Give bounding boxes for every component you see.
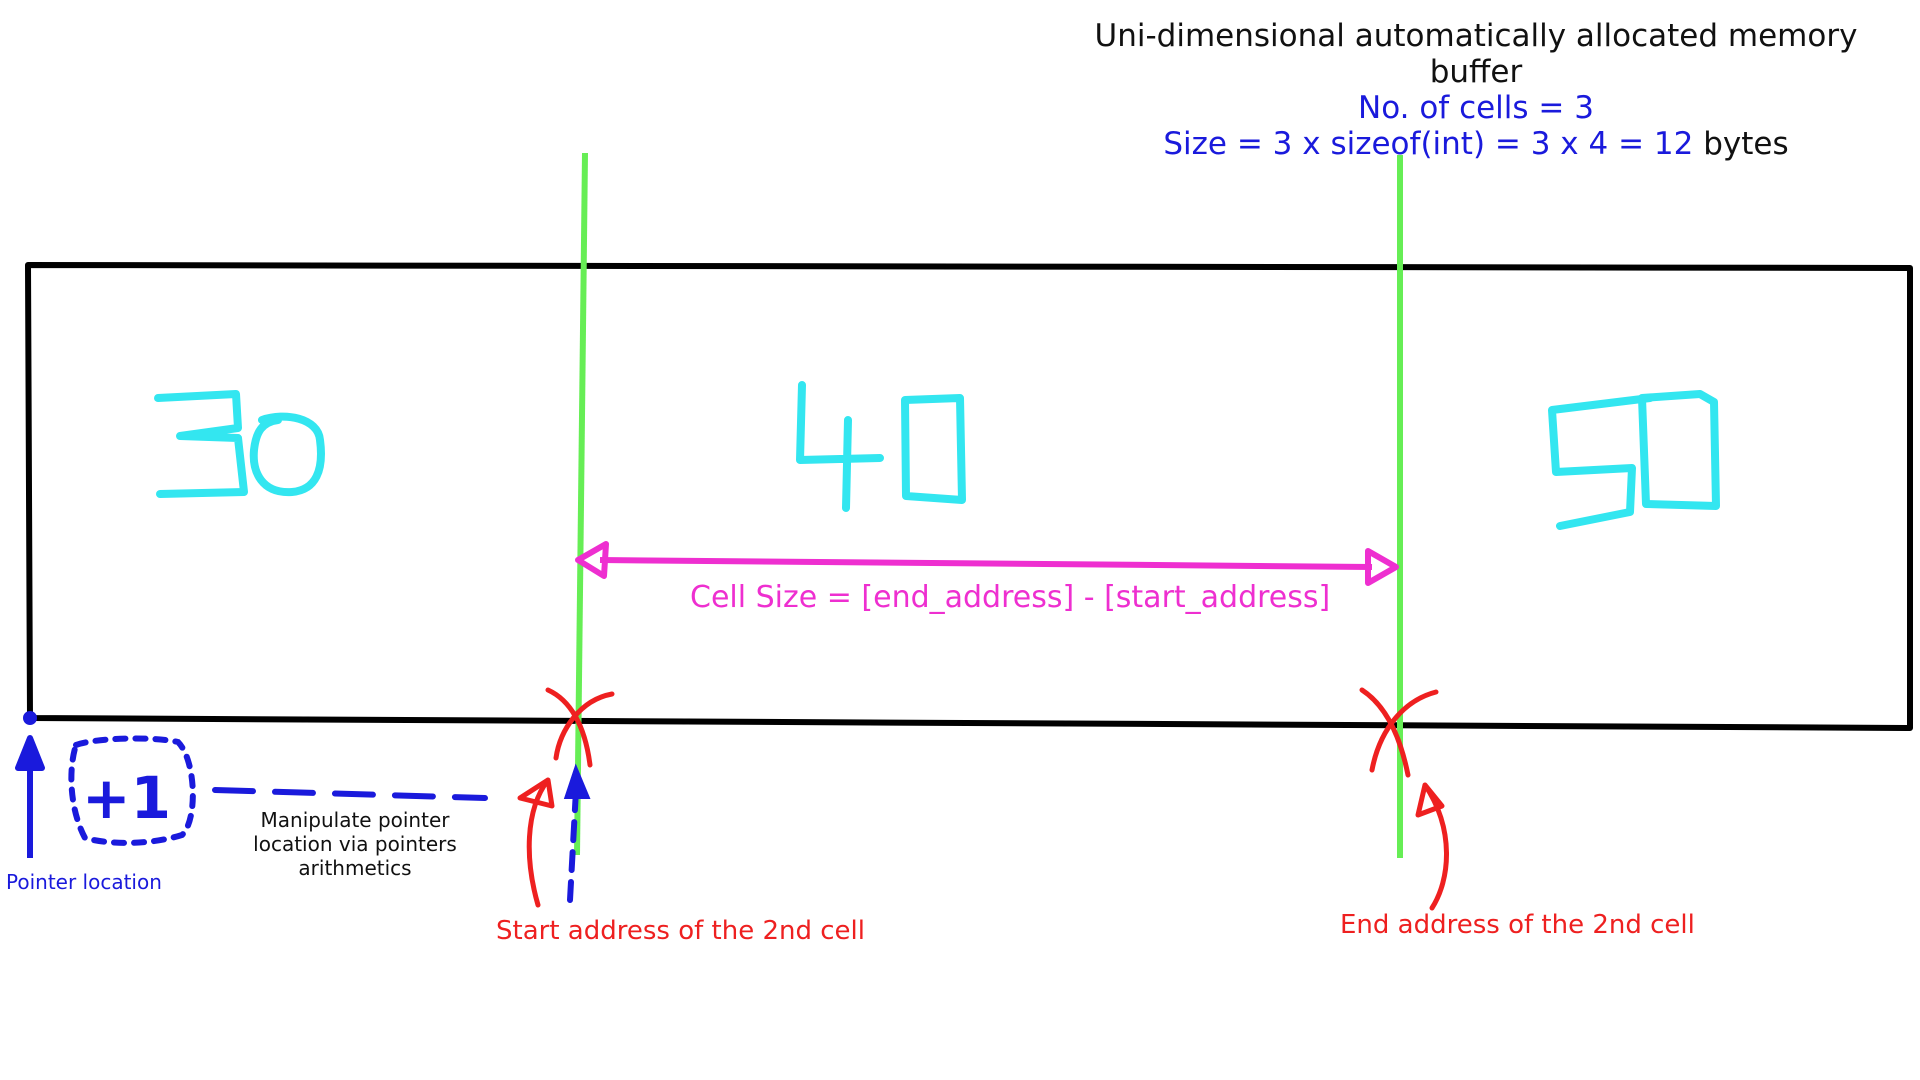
plus-one-text: +1 — [82, 764, 171, 832]
size-line-formula: Size = 3 x sizeof(int) = 3 x 4 = 12 — [1163, 126, 1694, 162]
start-address-marker — [545, 687, 615, 768]
cell-divider-start — [574, 152, 588, 856]
digit-5-shape — [1548, 394, 1654, 530]
digit-0-shape — [249, 412, 325, 497]
buffer-title: Uni-dimensional automatically allocated … — [1094, 18, 1858, 90]
size-line: Size = 3 x sizeof(int) = 3 x 4 = 12 byte… — [1046, 126, 1906, 162]
pointer-move-arrow-head — [563, 763, 591, 799]
pointer-arrow-head — [15, 735, 45, 771]
end-address-marker — [1359, 687, 1439, 778]
buffer-outline — [25, 262, 1913, 731]
digit-3-shape — [154, 390, 248, 498]
end-address-label: End address of the 2nd cell — [1340, 910, 1695, 940]
digit-0c-shape — [1638, 390, 1720, 510]
size-line-unit: bytes — [1693, 126, 1789, 162]
pointer-arithmetic-label: Manipulate pointer location via pointers… — [253, 808, 457, 880]
cell-size-arrow — [575, 541, 1399, 586]
pointer-move-dashed-arrow — [567, 787, 579, 903]
end-address-arrow — [1415, 782, 1449, 911]
cell-size-label: Cell Size = [end_address] - [start_addre… — [690, 580, 1331, 615]
pointer-location-label: Pointer location — [6, 870, 162, 894]
digit-0b-shape — [901, 394, 966, 504]
plus-one-dashed-outline — [68, 735, 196, 846]
digit-4-shape — [796, 381, 884, 512]
start-address-label: Start address of the 2nd cell — [496, 916, 865, 946]
buffer-description: Uni-dimensional automatically allocated … — [1046, 18, 1906, 162]
start-address-arrow — [517, 777, 555, 908]
pointer-origin-dot — [23, 711, 37, 725]
cell-count-line: No. of cells = 3 — [1358, 90, 1594, 126]
pointer-arithmetic-dashed-line — [212, 787, 488, 801]
